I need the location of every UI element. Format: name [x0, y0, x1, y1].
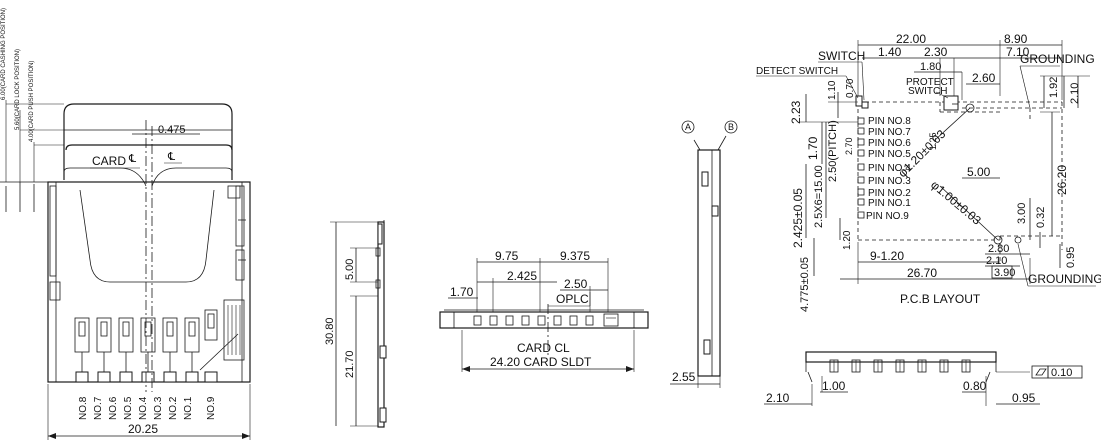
front-pin-feet — [75, 352, 218, 383]
pin-label-8: NO.8 — [78, 396, 89, 420]
bottom-view: 9.75 9.375 2.425 2.50 1.70 OPLC CARD CL … — [439, 249, 649, 372]
dim-2-23: 2.23 — [789, 100, 803, 124]
dim-5-00: 5.00 — [967, 165, 991, 179]
dim-1-40: 1.40 — [878, 45, 902, 59]
oplc-label: OPLC — [556, 292, 589, 306]
card-push-position: 4.00(CARD PUSH POSITION) — [29, 61, 35, 142]
pin-label-4: NO.4 — [138, 396, 149, 420]
grounding-top-label: GROUNDING — [1020, 52, 1095, 66]
pcb-pin-1: PIN NO.1 — [868, 198, 911, 209]
flatness-tolerance: 0.10 — [1051, 367, 1072, 379]
dim-hole-1-00: φ1.00±0.03 — [928, 178, 984, 228]
dim-0-70: 0.70 — [845, 78, 856, 98]
pin-label-3: NO.3 — [153, 396, 164, 420]
dim-3-00: 3.00 — [1016, 203, 1028, 224]
switch-label: SWITCH — [818, 49, 865, 63]
side-inner-length: 21.70 — [344, 350, 356, 378]
center-offset-dim: 0.475 — [158, 124, 186, 136]
pcb-pin-3: PIN NO.3 — [868, 176, 911, 187]
dim-2-10-bottom: 2.10 — [986, 255, 1007, 267]
front-view: 6.00(CARD CASHING POSITION) 5.60(CARD LO… — [0, 8, 251, 440]
pcb-pin-5: PIN NO.5 — [868, 149, 911, 160]
card-lock-position: 5.60(CARD LOCK POSITION) — [15, 49, 21, 130]
pcb-pin-9: PIN NO.9 — [866, 211, 909, 222]
card-slot-width: 24.20 CARD SLDT — [490, 355, 592, 369]
dim-1-70: 1.70 — [450, 285, 474, 299]
pin-label-6: NO.6 — [108, 396, 119, 420]
dim-2-425: 2.425 — [507, 269, 537, 283]
dim-2-50: 2.50 — [564, 277, 588, 291]
pcb-layout: PIN NO.8 PIN NO.7 PIN NO.6 PIN NO.5 PIN … — [756, 32, 1101, 312]
pin-label-2: NO.2 — [168, 396, 179, 420]
card-centerline-symbol: ℄ — [128, 153, 136, 165]
pcb-pin-8: PIN NO.8 — [868, 116, 911, 127]
side-view: 5.00 21.70 30.80 — [324, 220, 387, 428]
pcb-pin-2: PIN NO.2 — [868, 188, 911, 199]
dim-8-90: 8.90 — [1004, 32, 1028, 46]
dim-1-70-left: 1.70 — [806, 136, 820, 160]
rear-dim-0-95: 0.95 — [1012, 391, 1036, 405]
pcb-pin-6: PIN NO.6 — [868, 138, 911, 149]
dim-1-25: 1.25 — [928, 132, 938, 150]
end-thickness: 2.55 — [672, 370, 696, 384]
dim-2-425: 2.425±0.05 — [791, 188, 805, 248]
dim-2-60: 2.60 — [972, 71, 996, 85]
dim-2-5x6: 2.5X6=15.00 — [813, 165, 825, 228]
dim-9-1-20: 9-1.20 — [870, 249, 904, 263]
card-cl-label: CARD CL — [517, 341, 570, 355]
pin-label-9: NO.9 — [206, 396, 217, 420]
dim-7-10: 7.10 — [1006, 45, 1030, 59]
front-pin-labels: NO.8 NO.7 NO.6 NO.5 NO.4 NO.3 NO.2 NO.1 … — [78, 396, 217, 420]
side-segment-dim: 5.00 — [344, 259, 356, 280]
dim-26-70: 26.70 — [907, 266, 937, 280]
dim-1-10: 1.10 — [827, 80, 838, 100]
dim-1-20: 1.20 — [842, 230, 853, 250]
protect-label: PROTECT — [906, 77, 954, 88]
dim-9-75: 9.75 — [495, 249, 519, 263]
pcb-layout-title: P.C.B LAYOUT — [900, 292, 981, 306]
grounding-bottom-label: GROUNDING — [1028, 272, 1101, 286]
bottom-pins — [473, 313, 619, 327]
marker-b: B — [728, 122, 734, 132]
protect-switch-label: SWITCH — [908, 86, 947, 97]
rear-pins — [829, 359, 971, 373]
dim-2-70: 2.70 — [844, 137, 854, 155]
pin-label-7: NO.7 — [93, 396, 104, 420]
pcb-pin-4: PIN NO.4 — [868, 163, 911, 174]
slot-centerline-symbol: ℄ — [167, 151, 175, 163]
pcb-pin-pads — [857, 117, 865, 219]
pcb-pin-labels: PIN NO.8 PIN NO.7 PIN NO.6 PIN NO.5 PIN … — [866, 116, 911, 222]
detect-switch-label: DETECT SWITCH — [756, 66, 838, 77]
dim-26-20: 26.20 — [1055, 165, 1069, 195]
dim-2-10-top: 2.10 — [1069, 83, 1081, 104]
rear-dim-1-00: 1.00 — [822, 379, 846, 393]
dim-0-32: 0.32 — [1035, 207, 1047, 228]
card-cashing-position: 6.00(CARD CASHING POSITION) — [1, 8, 7, 100]
front-overall-width: 20.25 — [128, 422, 158, 436]
rear-dim-2-10: 2.10 — [766, 391, 790, 405]
dim-1-80: 1.80 — [920, 61, 941, 73]
side-overall-length: 30.80 — [324, 317, 336, 345]
dim-0-95-right: 0.95 — [1065, 247, 1077, 268]
dim-22-00: 22.00 — [896, 32, 926, 46]
card-label: CARD — [92, 154, 126, 168]
marker-a: A — [685, 122, 691, 132]
dim-4-775: 4.775±0.05 — [799, 257, 811, 312]
dim-9-375: 9.375 — [560, 249, 590, 263]
dim-2-30: 2.30 — [924, 45, 948, 59]
dim-2-50-pitch: 2.50(PITCH) — [827, 120, 839, 182]
pcb-pin-7: PIN NO.7 — [868, 127, 911, 138]
pin-label-1: NO.1 — [183, 396, 194, 420]
rear-dim-0-80: 0.80 — [963, 379, 987, 393]
pin-label-5: NO.5 — [123, 396, 134, 420]
dim-1-92: 1.92 — [1048, 77, 1060, 98]
rear-view: 0.10 1.00 2.10 0.80 0.95 — [764, 351, 1083, 406]
dim-3-90: 3.90 — [994, 267, 1015, 279]
dim-2-80: 2.80 — [988, 243, 1009, 255]
end-view: A B 2.55 — [670, 120, 738, 388]
